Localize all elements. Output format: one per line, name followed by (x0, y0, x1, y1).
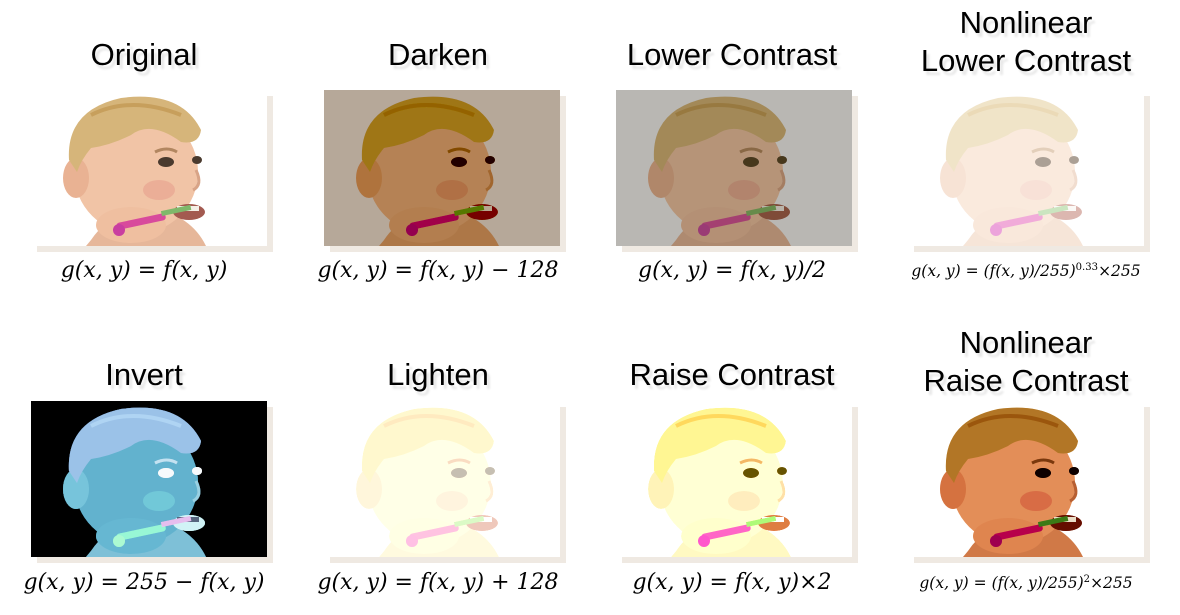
panel-title-line2: Raise Contrast (923, 363, 1129, 398)
photo-raise-contrast (616, 401, 852, 557)
formula: g(x, y) = (f(x, y)/255)0.33×255 (911, 262, 1141, 281)
panel-title: Lighten (387, 357, 489, 392)
photo-original (31, 90, 267, 246)
panel-title: Raise Contrast (629, 357, 835, 392)
panel-title: Original (90, 37, 198, 72)
photo-darken (324, 90, 560, 246)
formula: g(x, y) = f(x, y)×2 (632, 570, 832, 595)
panel-title-line1: Nonlinear (959, 325, 1093, 360)
photo-invert (31, 401, 267, 557)
panel-title: Lower Contrast (626, 37, 838, 72)
photo-nonlinear-raise-contrast (908, 401, 1144, 557)
formula: g(x, y) = f(x, y) − 128 (317, 258, 559, 283)
panel-title: Invert (105, 357, 183, 392)
panel-title-line2: Lower Contrast (920, 43, 1132, 78)
formula: g(x, y) = (f(x, y)/255)2×255 (919, 574, 1133, 593)
photo-lighten (324, 401, 560, 557)
photo-lower-contrast (616, 90, 852, 246)
panel-title: Darken (388, 37, 488, 72)
photo-nonlinear-lower-contrast (908, 90, 1144, 246)
formula: g(x, y) = 255 − f(x, y) (23, 570, 265, 595)
formula: g(x, y) = f(x, y)/2 (637, 258, 827, 283)
panel-title-line1: Nonlinear (959, 5, 1093, 40)
formula: g(x, y) = f(x, y) + 128 (317, 570, 559, 595)
formula: g(x, y) = f(x, y) (60, 258, 228, 283)
